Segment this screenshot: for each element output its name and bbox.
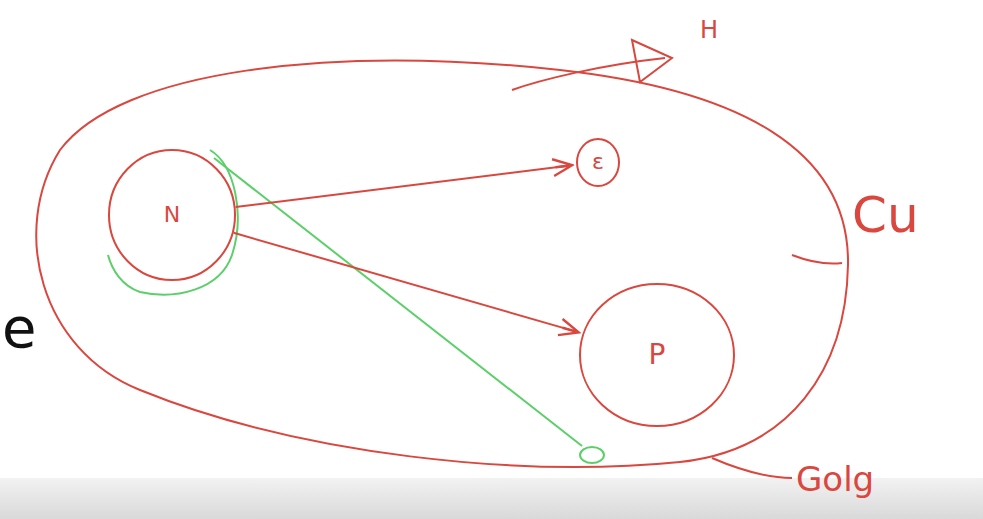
arrow-connector <box>234 233 579 333</box>
organelle-label: Golg <box>796 462 874 496</box>
secretion-arrow-head <box>632 40 672 82</box>
leader-line <box>712 458 792 478</box>
node-text: N <box>164 204 180 226</box>
vesicle-path <box>214 158 582 446</box>
secretion-arrow <box>512 58 665 90</box>
leader-line <box>792 255 842 264</box>
secretion-label: H <box>700 18 718 42</box>
cell-label: Cu <box>852 190 919 240</box>
organelle-circle: ε <box>576 138 620 187</box>
slide-text-fragment: e <box>2 300 36 356</box>
node-text: P <box>649 341 666 369</box>
node-outline-shape <box>109 150 235 280</box>
node-outline-shape <box>580 284 734 426</box>
nucleus-circle: N <box>108 149 236 281</box>
organelle-circle: P <box>579 283 735 427</box>
node-text: ε <box>592 151 604 173</box>
cell-membrane <box>36 61 848 467</box>
vesicle <box>580 447 604 463</box>
node-outline-shape <box>577 139 619 186</box>
nuclear-envelope-highlight <box>108 150 238 295</box>
arrow-connector <box>236 165 573 207</box>
